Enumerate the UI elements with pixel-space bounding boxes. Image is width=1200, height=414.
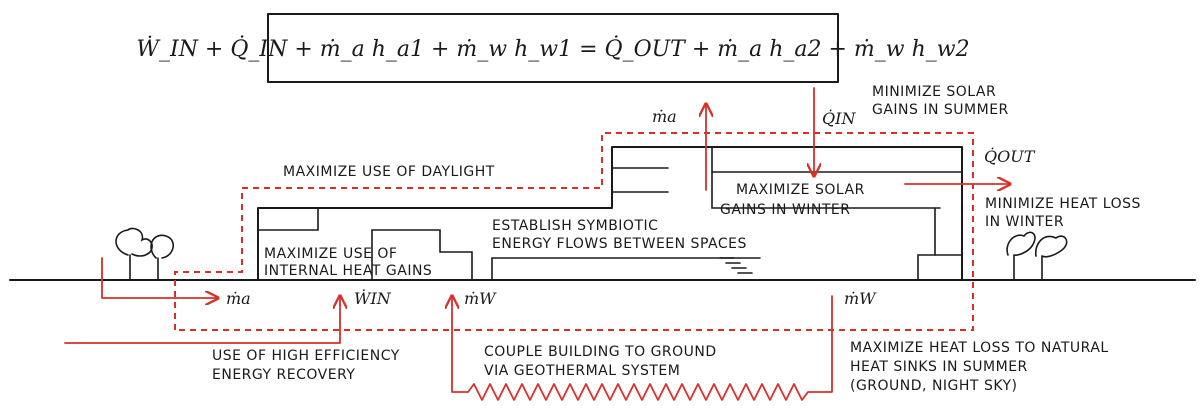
symbol-m-a-top: ṁa bbox=[652, 107, 677, 126]
building-boundary bbox=[174, 132, 974, 331]
symbol-q-in: Q̇IN bbox=[822, 109, 856, 128]
label-solar-winter-2: GAINS IN WINTER bbox=[720, 202, 851, 218]
tree-right bbox=[1006, 231, 1068, 281]
geothermal-loop bbox=[452, 296, 833, 401]
label-geothermal-1: COUPLE BUILDING TO GROUND bbox=[484, 344, 717, 360]
label-heat-loss-winter-1: MINIMIZE HEAT LOSS bbox=[985, 196, 1141, 212]
label-recovery-1: USE OF HIGH EFFICIENCY bbox=[212, 348, 400, 364]
label-solar-summer-1: MINIMIZE SOLAR bbox=[872, 84, 996, 100]
stair-steps bbox=[719, 257, 753, 274]
label-internal-gains-1: MAXIMIZE USE OF bbox=[264, 246, 397, 262]
arrow-m-a-in bbox=[101, 257, 218, 298]
label-solar-summer-2: GAINS IN SUMMER bbox=[872, 102, 1009, 118]
label-heat-sinks-1: MAXIMIZE HEAT LOSS TO NATURAL bbox=[850, 340, 1109, 356]
label-symbiotic-1: ESTABLISH SYMBIOTIC bbox=[492, 218, 658, 234]
label-daylight: MAXIMIZE USE OF DAYLIGHT bbox=[283, 164, 495, 180]
symbol-m-a-bottom: ṁa bbox=[226, 289, 251, 308]
label-recovery-2: ENERGY RECOVERY bbox=[212, 367, 355, 383]
label-internal-gains-2: INTERNAL HEAT GAINS bbox=[264, 263, 432, 279]
label-geothermal-2: VIA GEOTHERMAL SYSTEM bbox=[484, 363, 680, 379]
label-heat-sinks-2: HEAT SINKS IN SUMMER bbox=[850, 359, 1028, 375]
building-outline bbox=[257, 146, 963, 281]
label-heat-sinks-3: (GROUND, NIGHT SKY) bbox=[850, 378, 1018, 394]
label-heat-loss-winter-2: IN WINTER bbox=[985, 214, 1064, 230]
symbol-w-in: ẆIN bbox=[354, 288, 392, 308]
label-symbiotic-2: ENERGY FLOWS BETWEEN SPACES bbox=[492, 236, 747, 252]
symbol-m-w-right: ṁW bbox=[844, 289, 877, 308]
symbol-m-w-left: ṁW bbox=[464, 289, 497, 308]
symbol-q-out: Q̇OUT bbox=[984, 147, 1036, 166]
tree-left bbox=[115, 227, 174, 281]
arrow-w-in bbox=[64, 296, 340, 344]
label-solar-winter-1: MAXIMIZE SOLAR bbox=[736, 182, 865, 198]
equation: Ẇ_IN + Q̇_IN + ṁ_a h_a1 + ṁ_w h_w1 = Q̇_… bbox=[136, 35, 969, 62]
equation-box bbox=[267, 13, 839, 83]
